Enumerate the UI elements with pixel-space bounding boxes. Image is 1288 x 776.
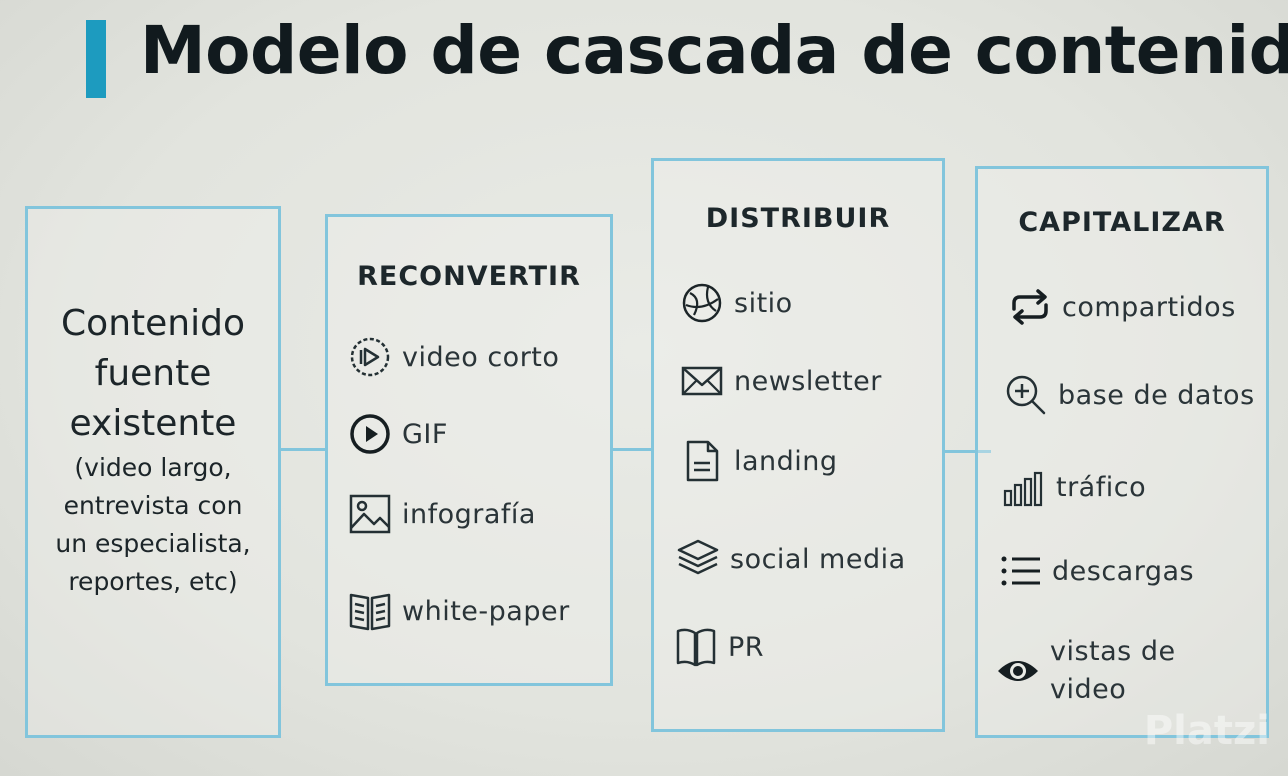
source-detail-line: un especialista, — [55, 529, 251, 558]
connector-source-reconvertir — [278, 448, 327, 451]
capitalizar-box: CAPITALIZAR compartidos base de datos tr… — [975, 166, 1269, 738]
distribuir-item: newsletter — [680, 359, 882, 403]
distribuir-item-label: landing — [734, 445, 838, 477]
document-icon — [686, 440, 719, 482]
distribuir-item: PR — [674, 625, 764, 669]
capitalizar-heading: CAPITALIZAR — [1018, 207, 1226, 238]
capitalizar-item-label: compartidos — [1062, 291, 1236, 323]
capitalizar-item: base de datos — [1004, 373, 1255, 417]
reconvertir-item-label: white-paper — [402, 595, 570, 627]
source-detail-line: entrevista con — [63, 491, 243, 520]
mail-icon — [681, 366, 723, 396]
open-book-icon — [676, 628, 716, 667]
source-title-line: existente — [69, 403, 237, 444]
reconvertir-item-label: infografía — [402, 498, 536, 530]
source-title-line: Contenido — [61, 303, 245, 344]
capitalizar-item-label: base de datos — [1058, 379, 1255, 411]
page-title: Modelo de cascada de contenido — [140, 12, 1288, 89]
distribuir-item: landing — [680, 439, 838, 483]
capitalizar-item-label: tráfico — [1056, 471, 1147, 503]
reconvertir-item: infografía — [348, 492, 536, 536]
image-icon — [349, 494, 391, 534]
reconvertir-heading: RECONVERTIR — [357, 261, 581, 292]
video-icon — [350, 337, 390, 377]
source-detail-line: reportes, etc) — [68, 567, 238, 596]
play-icon — [350, 414, 390, 454]
reconvertir-item-label: GIF — [402, 418, 448, 450]
bar-chart-icon — [1003, 471, 1043, 507]
capitalizar-item-label: vistas de video — [1050, 636, 1176, 705]
capitalizar-item: tráfico — [1002, 465, 1146, 509]
distribuir-item: social media — [676, 537, 906, 581]
layers-icon — [677, 539, 719, 575]
source-title-line: fuente — [94, 353, 212, 394]
reconvertir-box: RECONVERTIR video corto GIF infografía — [325, 214, 613, 686]
reconvertir-item: GIF — [348, 412, 448, 456]
zoom-in-icon — [1006, 375, 1046, 415]
distribuir-item: sitio — [680, 281, 793, 325]
distribuir-item-label: sitio — [734, 287, 793, 319]
list-icon — [1001, 556, 1040, 586]
repeat-icon — [1012, 289, 1048, 325]
globe-icon — [682, 283, 722, 323]
book-icon — [349, 593, 391, 631]
distribuir-item-label: newsletter — [734, 365, 882, 397]
reconvertir-item: video corto — [348, 335, 559, 379]
distribuir-box: DISTRIBUIR sitio newsletter landing — [651, 158, 945, 732]
distribuir-item-label: PR — [728, 631, 765, 663]
source-detail-line: (video largo, — [74, 453, 232, 482]
eye-icon — [998, 661, 1038, 681]
capitalizar-item: vistas de video — [996, 633, 1180, 709]
connector-reconvertir-distribuir — [610, 448, 653, 451]
platzi-watermark: Platzi — [1143, 708, 1270, 754]
capitalizar-item: descargas — [998, 549, 1194, 593]
connector-distribuir-capitalizar — [943, 450, 991, 453]
distribuir-heading: DISTRIBUIR — [705, 203, 891, 234]
source-box: Contenido fuente existente (video largo,… — [25, 206, 281, 738]
reconvertir-item-label: video corto — [402, 341, 560, 373]
reconvertir-item: white-paper — [348, 589, 570, 633]
distribuir-item-label: social media — [730, 543, 906, 575]
title-accent-bar — [86, 20, 106, 98]
capitalizar-item-label: descargas — [1052, 555, 1195, 587]
capitalizar-item: compartidos — [1008, 285, 1236, 329]
